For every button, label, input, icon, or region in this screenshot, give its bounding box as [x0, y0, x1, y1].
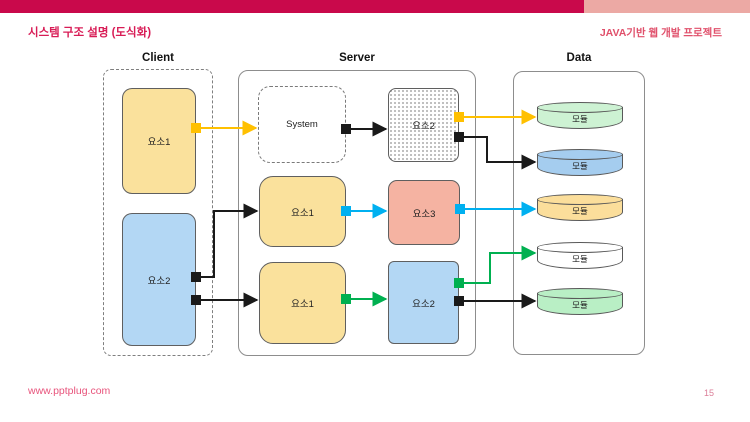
data-section-label: Data: [566, 52, 592, 64]
node-label: 요소1: [291, 299, 314, 310]
database-cylinder-2: 모듈: [537, 149, 623, 177]
database-cylinder-4: 모듈: [537, 242, 623, 270]
node-label: 요소2: [147, 275, 171, 287]
node-label: System: [286, 119, 318, 130]
database-cylinder-5: 모듈: [537, 288, 623, 316]
database-cylinder-1: 모듈: [537, 102, 623, 130]
server-node-yoso1-bottom: 요소1: [259, 262, 346, 344]
module-label: 모듈: [572, 206, 588, 216]
node-label: 요소2: [412, 121, 435, 132]
client-node-yoso2: 요소2: [122, 213, 196, 346]
node-label: 요소1: [291, 207, 314, 219]
website-link: www.pptplug.com: [28, 385, 111, 397]
cylinder-body: [537, 247, 623, 269]
top-accent-bar: [0, 0, 584, 13]
module-label: 모듈: [572, 114, 588, 124]
server-section-label: Server: [339, 52, 375, 64]
cylinder-body: [537, 107, 623, 129]
cylinder-top: [537, 149, 623, 160]
server-node-yoso3: 요소3: [388, 180, 460, 245]
node-label: 요소2: [412, 298, 435, 310]
cylinder-body: [537, 199, 623, 221]
server-node-yoso1-middle: 요소1: [259, 176, 346, 247]
slide-title: 시스템 구조 설명 (도식화): [28, 27, 152, 39]
top-accent-bar-light: [584, 0, 750, 13]
cylinder-body: [537, 154, 623, 176]
cylinder-body: [537, 293, 623, 315]
project-label: JAVA기반 웹 개발 프로젝트: [599, 27, 722, 39]
page-number: 15: [703, 388, 714, 398]
server-node-yoso2-bottom: 요소2: [388, 261, 459, 344]
module-label: 모듈: [572, 300, 588, 310]
cylinder-top: [537, 288, 623, 299]
node-label: 요소3: [412, 208, 436, 220]
server-node-yoso2-top: 요소2: [388, 88, 459, 162]
node-label: 요소1: [147, 137, 171, 148]
module-label: 모듈: [572, 161, 588, 171]
server-node-system: System: [258, 86, 346, 163]
cylinder-top: [537, 194, 623, 205]
cylinder-top: [537, 242, 623, 253]
cylinder-top: [537, 102, 623, 113]
client-section-label: Client: [142, 52, 174, 64]
client-node-yoso1: 요소1: [122, 88, 196, 194]
database-cylinder-3: 모듈: [537, 194, 623, 222]
module-label: 모듈: [572, 254, 588, 264]
